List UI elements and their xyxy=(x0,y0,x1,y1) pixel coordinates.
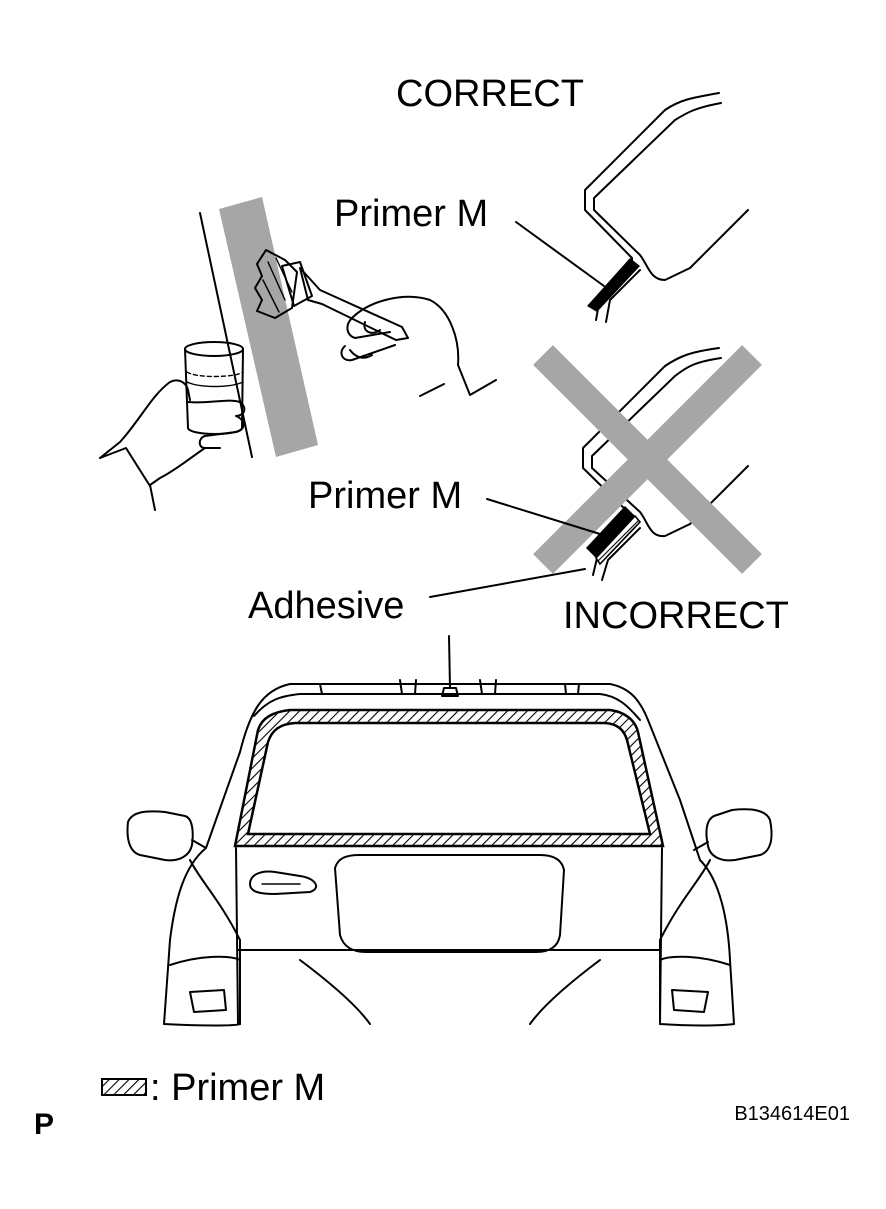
primer-m-hatched-frame xyxy=(233,708,665,848)
figure-id: B134614E01 xyxy=(734,1103,850,1125)
primer-band xyxy=(219,197,318,457)
vehicle-rear-view xyxy=(126,635,773,1027)
primer-cup xyxy=(184,341,244,435)
legend-hatch-swatch xyxy=(101,1078,147,1096)
incorrect-adhesive-layer xyxy=(594,514,642,566)
correct-label: CORRECT xyxy=(396,73,584,115)
incorrect-cross-section: Primer M Adhesive INCORRECT xyxy=(248,345,789,637)
correct-cross-section: CORRECT Primer M xyxy=(334,73,749,323)
legend: : Primer M xyxy=(101,1067,325,1109)
brush-application-illustration xyxy=(99,197,497,511)
primer-label-correct: Primer M xyxy=(334,193,488,235)
primer-label-incorrect: Primer M xyxy=(308,475,462,517)
correct-primer-layer xyxy=(587,258,640,312)
page-code: P xyxy=(34,1108,54,1141)
incorrect-primer-layer xyxy=(586,506,635,558)
incorrect-label: INCORRECT xyxy=(563,595,789,637)
adhesive-label: Adhesive xyxy=(248,585,404,627)
legend-text: : Primer M xyxy=(150,1067,325,1109)
incorrect-cross-mark xyxy=(533,345,762,574)
